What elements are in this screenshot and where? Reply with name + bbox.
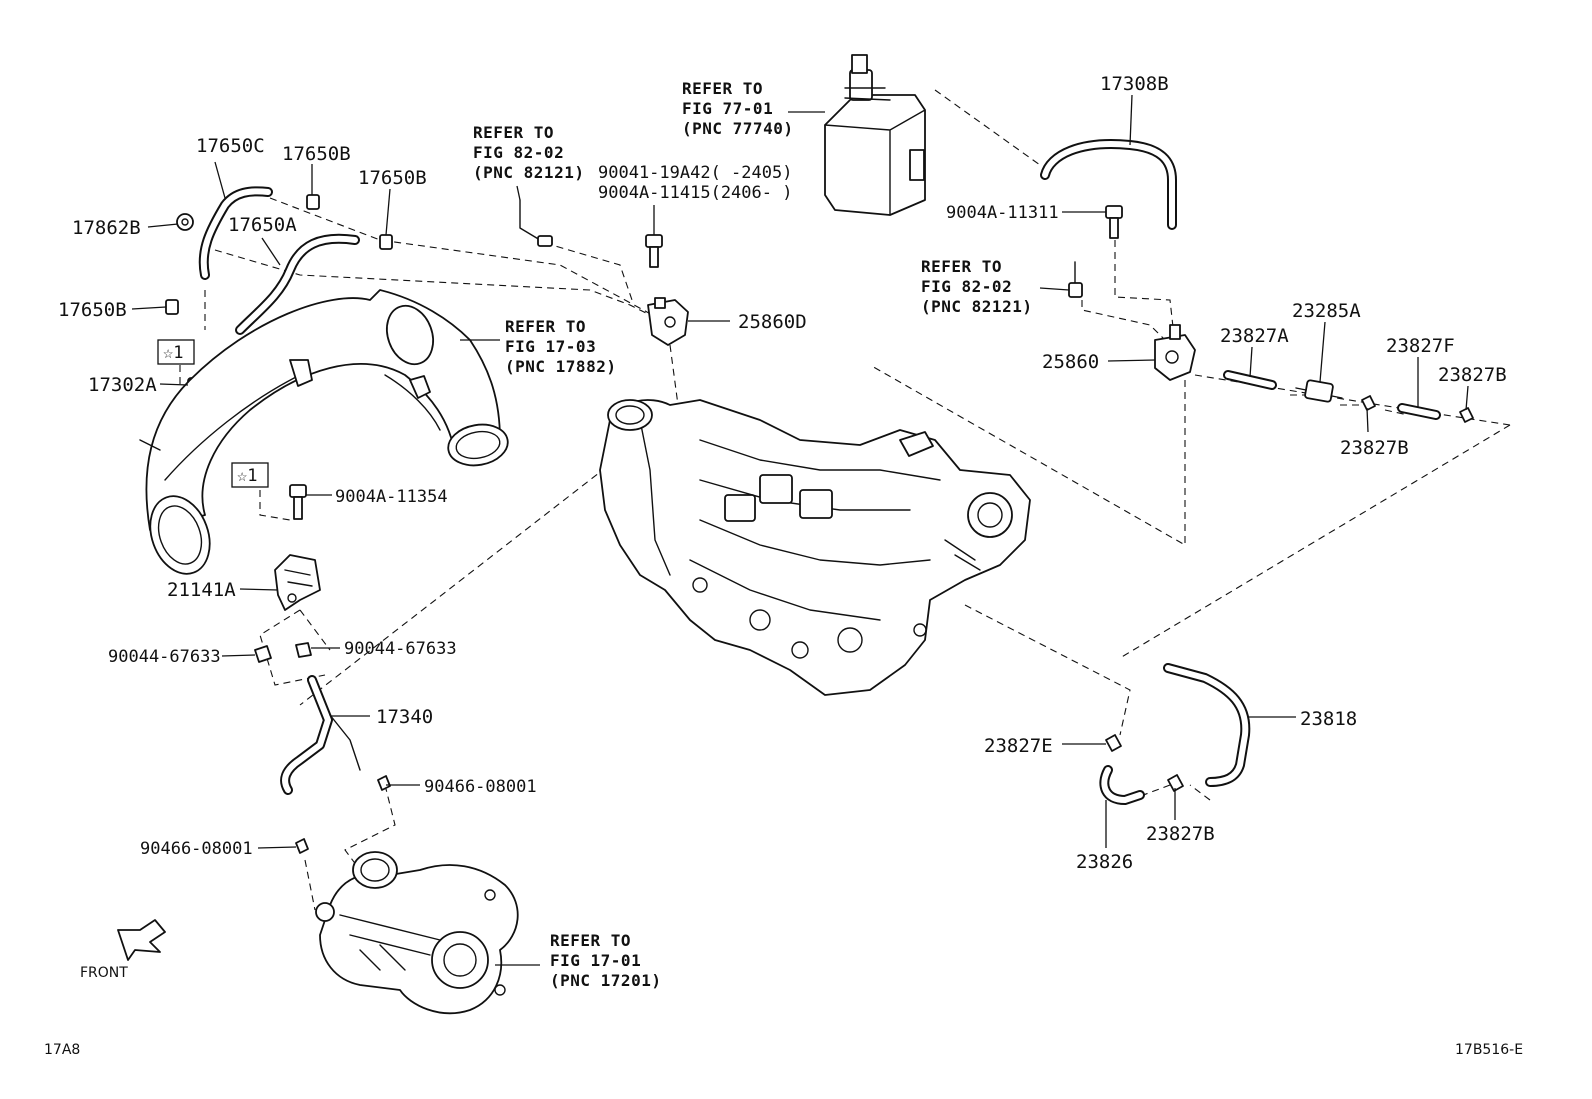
clip-23827b-right [1459,407,1474,423]
footer-right-code: 17B516-E [1455,1042,1523,1058]
refer-fig17-01: REFER TO FIG 17-01 (PNC 17201) [550,931,661,990]
svg-text:REFER TO: REFER TO [550,931,631,950]
star1-box-lower: ☆1 [231,462,269,488]
star1-box-upper: ☆1 [157,339,195,365]
label-17650b-top: 17650B [282,143,351,165]
refer-fig82-right: REFER TO FIG 82-02 (PNC 82121) [921,257,1032,316]
svg-text:(PNC 82121): (PNC 82121) [921,297,1032,316]
label-23827b-low: 23827B [1146,823,1215,845]
svg-text:FIG 17-01: FIG 17-01 [550,951,641,970]
sensor-wire-82121-left [519,199,553,247]
label-23827e: 23827E [984,735,1053,757]
filter-23285a [1295,379,1343,403]
svg-text:REFER TO: REFER TO [682,79,763,98]
star1-upper-label: ☆1 [163,343,183,363]
label-23827a: 23827A [1220,325,1289,347]
label-90044-left: 90044-67633 [108,647,221,667]
leader-lines [131,94,1469,966]
label-90044-right: 90044-67633 [344,639,457,659]
footer-left-code: 17A8 [44,1042,80,1058]
turbocharger [315,851,519,1015]
label-23285a: 23285A [1292,300,1361,322]
label-17862b: 17862B [72,217,141,239]
fitting-90044-right [295,642,312,658]
label-90466-left: 90466-08001 [140,839,253,859]
hose-17340 [280,675,361,795]
hose-17650c [198,186,273,280]
label-17302a: 17302A [88,374,157,396]
refer-fig77: REFER TO FIG 77-01 (PNC 77740) [682,79,793,138]
hose-23827a [1223,370,1277,390]
label-23827b-right: 23827B [1438,364,1507,386]
svg-text:REFER TO: REFER TO [473,123,554,142]
label-17308b: 17308B [1100,73,1169,95]
label-17650b-left: 17650B [58,299,127,321]
label-9004a-11354: 9004A-11354 [335,487,448,507]
label-25860: 25860 [1042,351,1099,373]
label-90466-right: 90466-08001 [424,777,537,797]
svg-text:(PNC 77740): (PNC 77740) [682,119,793,138]
svg-text:FIG 82-02: FIG 82-02 [921,277,1012,296]
vsv-25860d [647,297,689,346]
bracket-21141a [274,554,321,611]
svg-text:REFER TO: REFER TO [921,257,1002,276]
clip-17650b-left [165,299,179,315]
refer-blocks: REFER TO FIG 82-02 (PNC 82121) REFER TO … [473,79,1032,990]
hose-23826 [1099,765,1145,805]
clip-90466-left [295,838,309,854]
charcoal-canister [824,54,926,216]
label-23818: 23818 [1300,708,1357,730]
bolt-90041 [645,234,663,268]
sensor-wire-82121-right [1068,261,1083,298]
front-label: FRONT [80,965,128,981]
svg-text:(PNC 17201): (PNC 17201) [550,971,661,990]
engine-block [599,399,1031,696]
pipe-23818 [1163,663,1251,787]
label-9004a-11415: 9004A-11415(2406- ) [598,183,792,203]
clip-17650b-top [306,194,320,210]
hose-23827f [1397,403,1441,420]
svg-text:FIG 17-03: FIG 17-03 [505,337,596,356]
star1-lower-label: ☆1 [237,466,257,486]
svg-text:(PNC 17882): (PNC 17882) [505,357,616,376]
label-23827b-mid: 23827B [1340,437,1409,459]
front-arrow-icon [117,919,166,961]
label-23827f: 23827F [1386,335,1455,357]
part-labels: 17650C 17650B 17650B 17862B 17650A 17650… [58,73,1507,873]
label-17650b-mid: 17650B [358,167,427,189]
bolt-9004a-11354 [289,484,307,520]
clip-17650b-mid [379,234,393,250]
clip-17862b [176,213,194,231]
bolt-9004a-11311 [1105,205,1123,239]
clip-23827b-low [1167,774,1184,792]
label-90041-19a42: 90041-19A42( -2405) [598,163,792,183]
fitting-90044-left [254,645,272,663]
label-21141a: 21141A [167,579,236,601]
svg-text:FIG 77-01: FIG 77-01 [682,99,773,118]
vsv-25860 [1154,324,1196,381]
svg-text:(PNC 82121): (PNC 82121) [473,163,584,182]
intake-pipe [139,289,509,575]
clip-23827b-mid [1361,395,1376,411]
label-17340: 17340 [376,706,433,728]
label-25860d: 25860D [738,311,807,333]
label-23826: 23826 [1076,851,1133,873]
label-17650c: 17650C [196,135,265,157]
label-9004a-11311: 9004A-11311 [946,203,1059,223]
label-17650a: 17650A [228,214,297,236]
refer-fig17-03: REFER TO FIG 17-03 (PNC 17882) [505,317,616,376]
hose-17650a [235,233,360,335]
svg-text:FIG 82-02: FIG 82-02 [473,143,564,162]
refer-fig82-left: REFER TO FIG 82-02 (PNC 82121) [473,123,584,182]
clip-23827e [1105,734,1122,752]
clip-90466-right [377,775,391,791]
svg-text:REFER TO: REFER TO [505,317,586,336]
